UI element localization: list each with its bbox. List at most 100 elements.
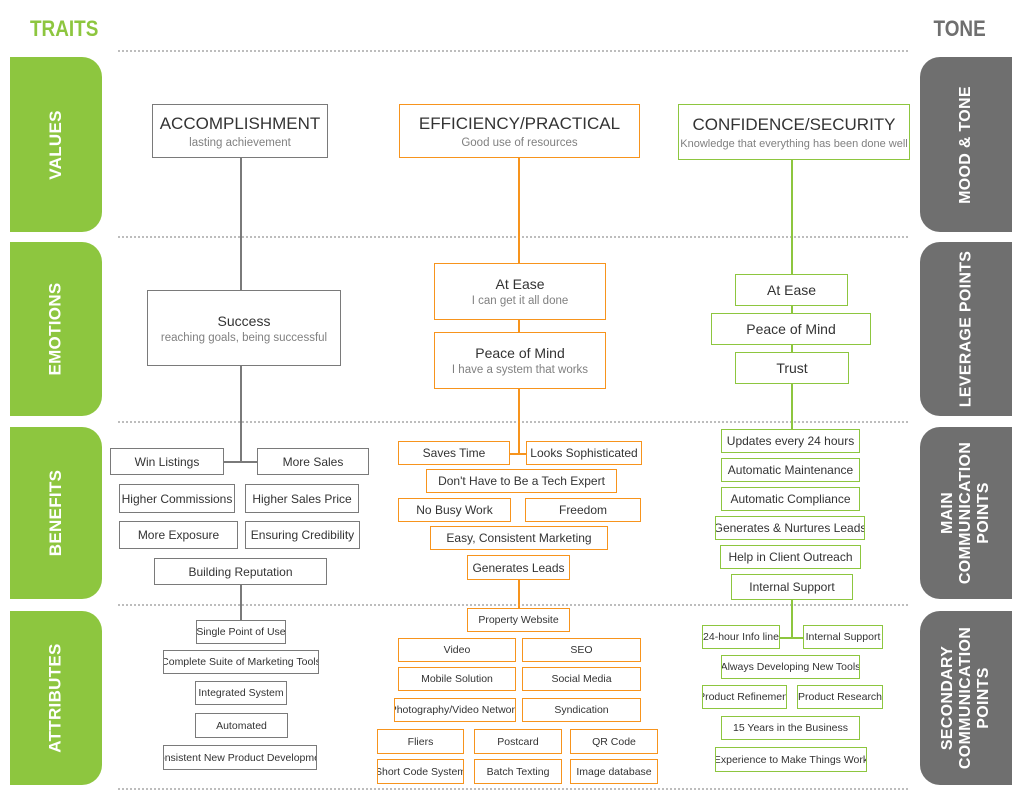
emotion-box-trust: Trust <box>735 352 849 384</box>
attribute-new-product-development: Consistent New Product Development <box>163 745 317 770</box>
attribute-property-website: Property Website <box>467 608 570 632</box>
benefit-freedom: Freedom <box>525 498 641 522</box>
tab-label: ATTRIBUTES <box>46 643 65 753</box>
row-separator <box>118 604 908 606</box>
attribute-internal-support: Internal Support <box>803 625 883 649</box>
attribute-automated: Automated <box>195 713 288 738</box>
attribute-integrated-system: Integrated System <box>195 681 287 705</box>
attribute-batch-texting: Batch Texting <box>474 759 562 784</box>
tab-secondary-communication-points: SECONDARY COMMUNICATION POINTS <box>920 611 1012 785</box>
benefit-internal-support: Internal Support <box>731 574 853 600</box>
connector-line <box>791 384 793 429</box>
row-separator <box>118 788 908 790</box>
benefit-ensuring-credibility: Ensuring Credibility <box>245 521 360 549</box>
emotion-title: Success <box>217 312 271 329</box>
emotion-box-at-ease-2: At Ease <box>735 274 848 306</box>
connector-line <box>791 345 793 352</box>
benefit-generates-leads: Generates Leads <box>467 555 570 580</box>
connector-line <box>518 580 520 608</box>
attribute-image-database: Image database <box>570 759 658 784</box>
value-subtitle: Good use of resources <box>461 136 578 149</box>
emotion-box-at-ease: At Ease I can get it all done <box>434 263 606 320</box>
connector-line <box>791 600 793 637</box>
benefit-automatic-maintenance: Automatic Maintenance <box>721 458 860 482</box>
benefit-updates-24-hours: Updates every 24 hours <box>721 429 860 453</box>
attribute-experience: Experience to Make Things Work <box>715 747 867 772</box>
value-box-efficiency: EFFICIENCY/PRACTICAL Good use of resourc… <box>399 104 640 158</box>
connector-line <box>240 157 242 290</box>
benefit-more-sales: More Sales <box>257 448 369 475</box>
connector-line <box>518 158 520 263</box>
tab-label: VALUES <box>46 109 65 180</box>
benefit-higher-commissions: Higher Commissions <box>119 484 235 513</box>
connector-line <box>791 160 793 274</box>
connector-line <box>780 637 803 639</box>
connector-line <box>224 461 257 463</box>
attribute-new-tools: Always Developing New Tools <box>721 655 860 679</box>
attribute-15-years: 15 Years in the Business <box>721 716 860 740</box>
tab-values: VALUES <box>10 57 102 232</box>
tab-benefits: BENEFITS <box>10 427 102 599</box>
value-subtitle: lasting achievement <box>189 136 291 149</box>
value-box-confidence: CONFIDENCE/SECURITY Knowledge that every… <box>678 104 910 160</box>
emotion-box-success: Success reaching goals, being successful <box>147 290 341 366</box>
attribute-postcard: Postcard <box>474 729 562 754</box>
tab-label: MOOD & TONE <box>957 85 974 204</box>
attribute-marketing-tools-suite: Complete Suite of Marketing Tools <box>163 650 319 674</box>
tab-label: MAIN COMMUNICATION POINTS <box>939 441 993 585</box>
benefit-saves-time: Saves Time <box>398 441 510 465</box>
attribute-qr-code: QR Code <box>570 729 658 754</box>
emotion-subtitle: I have a system that works <box>451 364 589 376</box>
tone-header: TONE <box>933 16 986 41</box>
tab-label: LEVERAGE POINTS <box>957 250 974 408</box>
attribute-info-line: 24-hour Info line <box>702 625 780 649</box>
value-title: ACCOMPLISHMENT <box>159 113 321 133</box>
emotion-title: Peace of Mind <box>475 345 565 361</box>
connector-line <box>240 584 242 621</box>
benefit-automatic-compliance: Automatic Compliance <box>721 487 860 511</box>
emotion-subtitle: reaching goals, being successful <box>160 331 328 344</box>
emotion-box-peace-of-mind: Peace of Mind I have a system that works <box>434 332 606 389</box>
connector-line <box>518 389 520 453</box>
benefit-generates-nurtures-leads: Generates & Nurtures Leads <box>715 516 865 540</box>
attribute-syndication: Syndication <box>522 698 641 722</box>
benefit-easy-marketing: Easy, Consistent Marketing <box>430 526 608 550</box>
emotion-box-peace-of-mind-2: Peace of Mind <box>711 313 871 345</box>
attribute-video: Video <box>398 638 516 662</box>
tab-main-communication-points: MAIN COMMUNICATION POINTS <box>920 427 1012 599</box>
tab-label: EMOTIONS <box>46 282 66 376</box>
connector-line <box>510 453 526 455</box>
benefit-client-outreach: Help in Client Outreach <box>720 545 861 569</box>
benefit-no-busy-work: No Busy Work <box>398 498 511 522</box>
attribute-single-point-of-use: Single Point of Use <box>196 620 286 644</box>
value-box-accomplishment: ACCOMPLISHMENT lasting achievement <box>152 104 328 158</box>
tab-leverage-points: LEVERAGE POINTS <box>920 242 1012 416</box>
attribute-seo: SEO <box>522 638 641 662</box>
tab-label: SECONDARY COMMUNICATION POINTS <box>939 626 993 770</box>
benefit-tech-expert: Don't Have to Be a Tech Expert <box>426 469 617 493</box>
attribute-mobile-solution: Mobile Solution <box>398 667 516 691</box>
connector-line <box>791 306 793 313</box>
benefit-building-reputation: Building Reputation <box>154 558 327 585</box>
attribute-product-research: Product Research <box>797 685 883 709</box>
benefit-win-listings: Win Listings <box>110 448 224 475</box>
benefit-looks-sophisticated: Looks Sophisticated <box>526 441 642 465</box>
attribute-photo-video-network: Photography/Video Network <box>394 698 516 722</box>
emotion-title: At Ease <box>495 276 545 292</box>
row-separator <box>118 236 908 238</box>
attribute-fliers: Fliers <box>377 729 464 754</box>
connector-line <box>518 320 520 332</box>
attribute-short-code-system: Short Code System <box>377 759 464 784</box>
attribute-product-refinement: Product Refinement <box>702 685 787 709</box>
benefit-more-exposure: More Exposure <box>119 521 238 549</box>
row-separator <box>118 421 908 423</box>
connector-line <box>240 366 242 461</box>
value-title: CONFIDENCE/SECURITY <box>692 114 896 134</box>
benefit-higher-sales-price: Higher Sales Price <box>245 484 359 513</box>
tab-emotions: EMOTIONS <box>10 242 102 416</box>
row-separator <box>118 50 908 52</box>
emotion-subtitle: I can get it all done <box>471 295 569 307</box>
value-title: EFFICIENCY/PRACTICAL <box>418 113 621 133</box>
traits-header: TRAITS <box>30 16 99 41</box>
value-subtitle: Knowledge that everything has been done … <box>680 137 908 150</box>
